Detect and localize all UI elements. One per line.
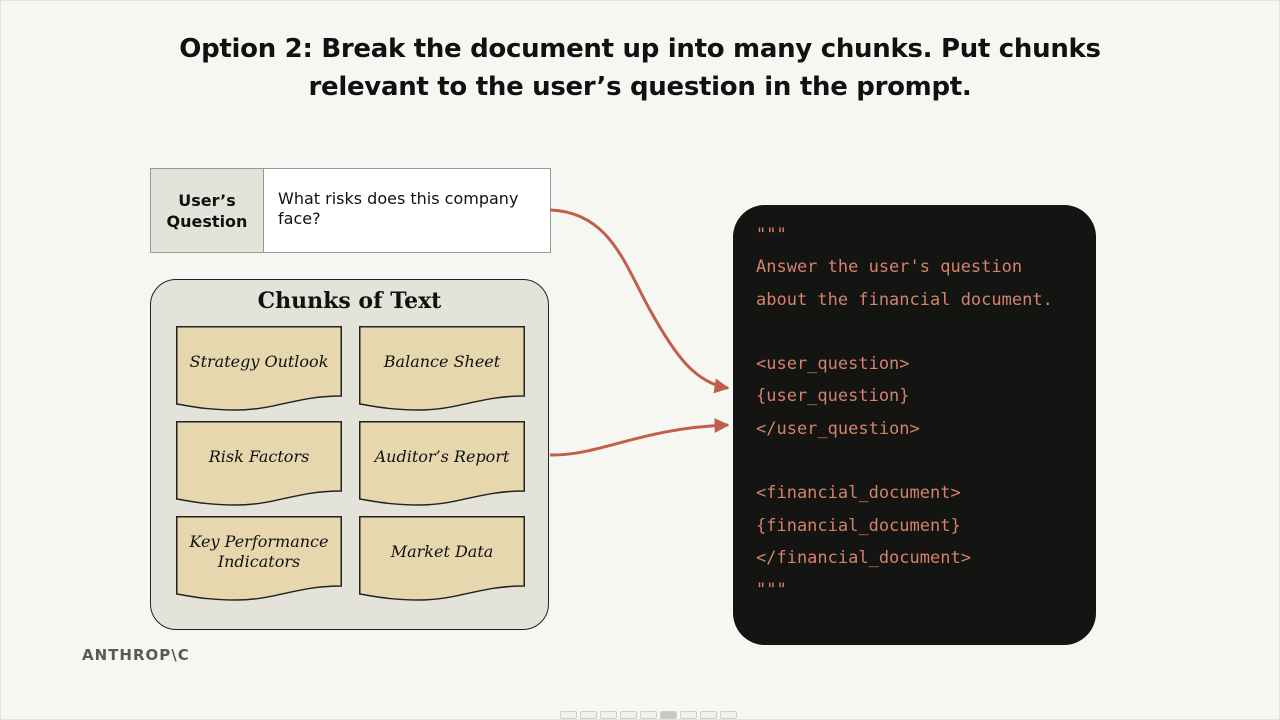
chunk-strategy-outlook: Strategy Outlook <box>176 326 342 414</box>
document-shape <box>176 516 342 601</box>
title-prefix: Option 2: <box>179 34 313 64</box>
question-to-prompt-arrow <box>549 208 730 394</box>
slide-title: Option 2: Break the document up into man… <box>140 30 1140 106</box>
chunk-balance-sheet: Balance Sheet <box>359 326 525 414</box>
chunk-label: Risk Factors <box>208 447 310 466</box>
chunk-label: Strategy Outlook <box>189 352 329 371</box>
prompt-template-box: """ Answer the user's question about the… <box>733 205 1096 645</box>
slide-pager <box>560 711 737 719</box>
user-question-text: What risks does this company face? <box>278 189 519 228</box>
chunk-label: Key Performance Indicators <box>189 532 329 571</box>
anthropic-logo: ANTHROP\C <box>82 646 190 664</box>
document-shape <box>176 326 342 411</box>
pager-dot[interactable] <box>580 711 597 719</box>
pager-dot[interactable] <box>600 711 617 719</box>
chunks-to-prompt-arrow <box>549 417 730 457</box>
title-text: Break the document up into many chunks. … <box>308 34 1102 102</box>
chunk-label: Auditor’s Report <box>374 447 510 466</box>
chunk-auditors-report: Auditor’s Report <box>359 421 525 509</box>
chunks-panel-title: Chunks of Text <box>257 288 442 314</box>
chunk-risk-factors: Risk Factors <box>176 421 342 509</box>
document-shape <box>359 516 525 601</box>
chunk-key-performance-indicators: Key Performance Indicators <box>176 516 342 604</box>
pager-dot[interactable] <box>700 711 717 719</box>
pager-dot[interactable] <box>620 711 637 719</box>
chunk-label: Balance Sheet <box>383 352 501 371</box>
chunks-of-text-panel: Chunks of Text Strategy Outlook Balance … <box>150 279 549 630</box>
document-shape <box>359 421 525 506</box>
chunk-market-data: Market Data <box>359 516 525 604</box>
document-shape <box>176 421 342 506</box>
prompt-template-text: """ Answer the user's question about the… <box>756 225 1053 601</box>
pager-dot[interactable] <box>560 711 577 719</box>
user-question-box: User’s Question What risks does this com… <box>150 168 551 253</box>
document-shape <box>359 326 525 411</box>
pager-dot[interactable] <box>720 711 737 719</box>
user-question-label: User’s Question <box>151 169 264 252</box>
pager-dot-active[interactable] <box>660 711 677 719</box>
pager-dot[interactable] <box>680 711 697 719</box>
chunk-label: Market Data <box>390 542 494 561</box>
pager-dot[interactable] <box>640 711 657 719</box>
